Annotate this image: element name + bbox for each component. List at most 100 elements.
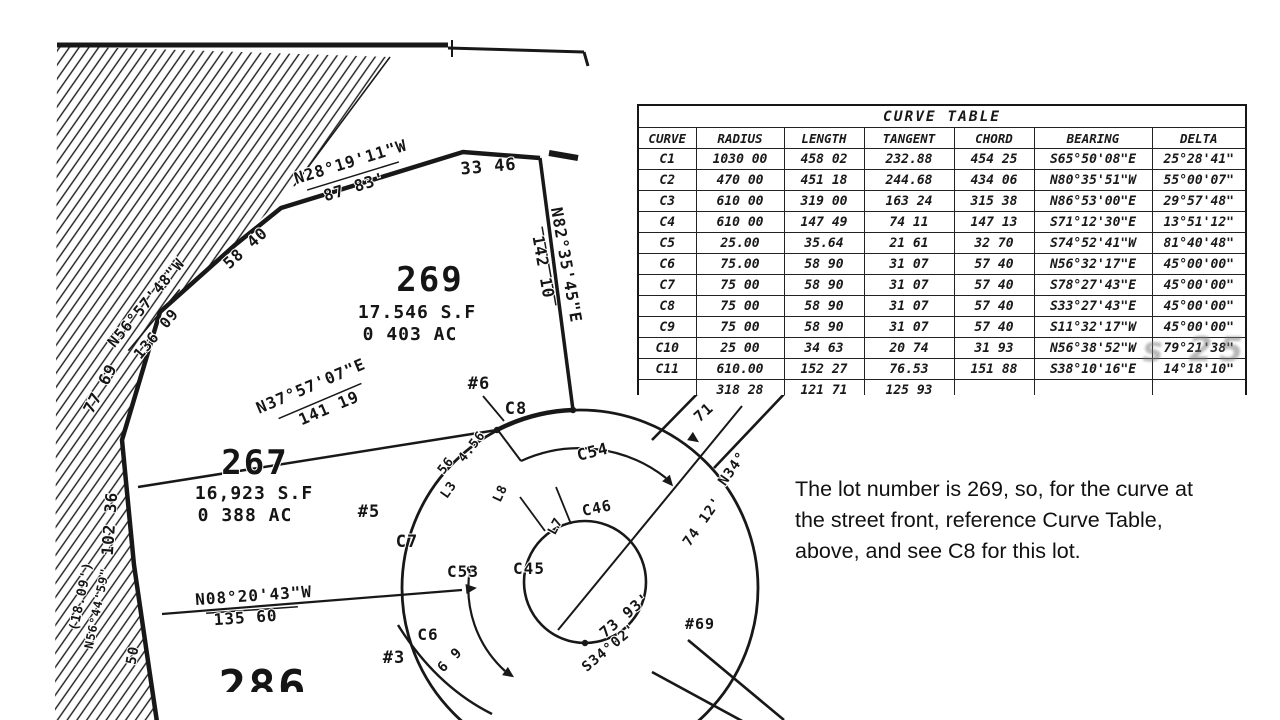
curve-cell-delta: 79°21'38" — [1151, 337, 1247, 359]
curve-cell-chord — [953, 379, 1035, 395]
curve-cell-chord: 147 13 — [953, 211, 1035, 233]
lot-lines — [137, 395, 572, 616]
pin-69: #69 — [685, 615, 715, 633]
curve-label-c53: C53 — [447, 562, 479, 581]
curve-col-header: TANGENT — [863, 127, 955, 149]
curve-cell-radius: 25.00 — [695, 232, 785, 254]
curve-cell-delta: 45°00'00" — [1151, 253, 1247, 275]
dist-74-12: 74 12' — [680, 494, 726, 550]
bearing-n08-20-43-w: N08°20'43"W — [195, 582, 313, 609]
curve-cell-curve: C10 — [637, 337, 697, 359]
bearing-n34: N34° — [715, 449, 750, 489]
curve-cell-radius: 470 00 — [695, 169, 785, 191]
curve-cell-bearing: N86°53'00"E — [1033, 190, 1153, 212]
curve-cell-bearing: N56°32'17"E — [1033, 253, 1153, 275]
curve-cell-tangent: 244.68 — [863, 169, 955, 191]
curve-cell-radius: 75 00 — [695, 295, 785, 317]
curve-cell-delta: 45°00'00" — [1151, 274, 1247, 296]
curve-cell-curve: C3 — [637, 190, 697, 212]
curve-cell-radius: 610.00 — [695, 358, 785, 380]
curve-cell-radius: 318 28 — [695, 379, 785, 395]
lot-267-area-sf: 16,923 S.F — [195, 483, 313, 504]
lot-267-area-ac: 0 388 AC — [198, 505, 293, 526]
dist-71: 71 — [690, 399, 717, 426]
curve-cell-chord: 454 25 — [953, 148, 1035, 170]
curve-cell-tangent: 21 61 — [863, 232, 955, 254]
curve-cell-curve: C6 — [637, 253, 697, 275]
curve-cell-chord: 151 88 — [953, 358, 1035, 380]
curve-cell-chord: 434 06 — [953, 169, 1035, 191]
curve-cell-length: 451 18 — [783, 169, 865, 191]
lot-269-number: 269 — [396, 260, 463, 300]
curve-cell-length: 34 63 — [783, 337, 865, 359]
pin-3: #3 — [383, 648, 405, 668]
curve-cell-length: 458 02 — [783, 148, 865, 170]
curve-cell-radius: 1030 00 — [695, 148, 785, 170]
curve-cell-chord: 31 93 — [953, 337, 1035, 359]
curve-cell-radius: 610 00 — [695, 190, 785, 212]
curve-cell-tangent: 232.88 — [863, 148, 955, 170]
curve-cell-radius: 75 00 — [695, 274, 785, 296]
curve-cell-length: 35.64 — [783, 232, 865, 254]
curve-col-header: LENGTH — [783, 127, 865, 149]
curve-cell-bearing: S38°10'16"E — [1033, 358, 1153, 380]
arrowheads — [465, 431, 700, 678]
curve-label-c6: C6 — [417, 625, 438, 644]
curve-cell-curve — [637, 379, 697, 395]
curve-cell-chord: 57 40 — [953, 295, 1035, 317]
curve-cell-length: 147 49 — [783, 211, 865, 233]
curve-col-header: BEARING — [1033, 127, 1153, 149]
line-label-l3: L3 — [438, 478, 460, 501]
line-label-l8: L8 — [490, 482, 511, 504]
lot-267-number: 267 — [221, 443, 288, 483]
curve-cell-radius: 610 00 — [695, 211, 785, 233]
annotation-text: The lot number is 269, so, for the curve… — [795, 474, 1245, 567]
hatch-region — [55, 46, 391, 720]
dist-33-46: 33 46 — [460, 155, 518, 180]
curve-cell-curve: C11 — [637, 358, 697, 380]
curve-label-c54: C54 — [575, 439, 611, 465]
annotation-line: above, and see C8 for this lot. — [795, 539, 1081, 563]
fraction-bars — [127, 161, 557, 614]
curve-cell-length: 58 90 — [783, 295, 865, 317]
curve-cell-bearing: S11°32'17"W — [1033, 316, 1153, 338]
curve-label-c46: C46 — [580, 496, 613, 520]
curve-cell-tangent: 125 93 — [863, 379, 955, 395]
curve-cell-chord: 57 40 — [953, 274, 1035, 296]
curve-cell-bearing: S65°50'08"E — [1033, 148, 1153, 170]
curve-cell-delta — [1151, 379, 1247, 395]
curve-cell-length: 58 90 — [783, 274, 865, 296]
curve-cell-chord: 57 40 — [953, 316, 1035, 338]
pin-5: #5 — [358, 502, 380, 522]
curve-cell-radius: 75.00 — [695, 253, 785, 275]
curve-cell-bearing: S33°27'43"E — [1033, 295, 1153, 317]
curve-label-c8: C8 — [505, 399, 527, 419]
curve-cell-delta: 29°57'48" — [1151, 190, 1247, 212]
annotation-line: The lot number is 269, so, for the curve… — [795, 477, 1193, 501]
curve-cell-delta: 13°51'12" — [1151, 211, 1247, 233]
curve-label-c7: C7 — [396, 532, 418, 552]
curve-cell-tangent: 31 07 — [863, 253, 955, 275]
dist-56: 56 — [435, 454, 458, 477]
curve-cell-length: 58 90 — [783, 316, 865, 338]
lot-286-number: 286 — [218, 660, 307, 714]
curve-cell-curve: C9 — [637, 316, 697, 338]
curve-cell-delta: 55°00'07" — [1151, 169, 1247, 191]
curve-cell-bearing: S71°12'30"E — [1033, 211, 1153, 233]
curve-cell-tangent: 163 24 — [863, 190, 955, 212]
curve-cell-length: 319 00 — [783, 190, 865, 212]
curve-col-header: CHORD — [953, 127, 1035, 149]
curve-table-title: CURVE TABLE — [637, 104, 1247, 128]
curve-cell-curve: C4 — [637, 211, 697, 233]
curve-cell-curve: C7 — [637, 274, 697, 296]
